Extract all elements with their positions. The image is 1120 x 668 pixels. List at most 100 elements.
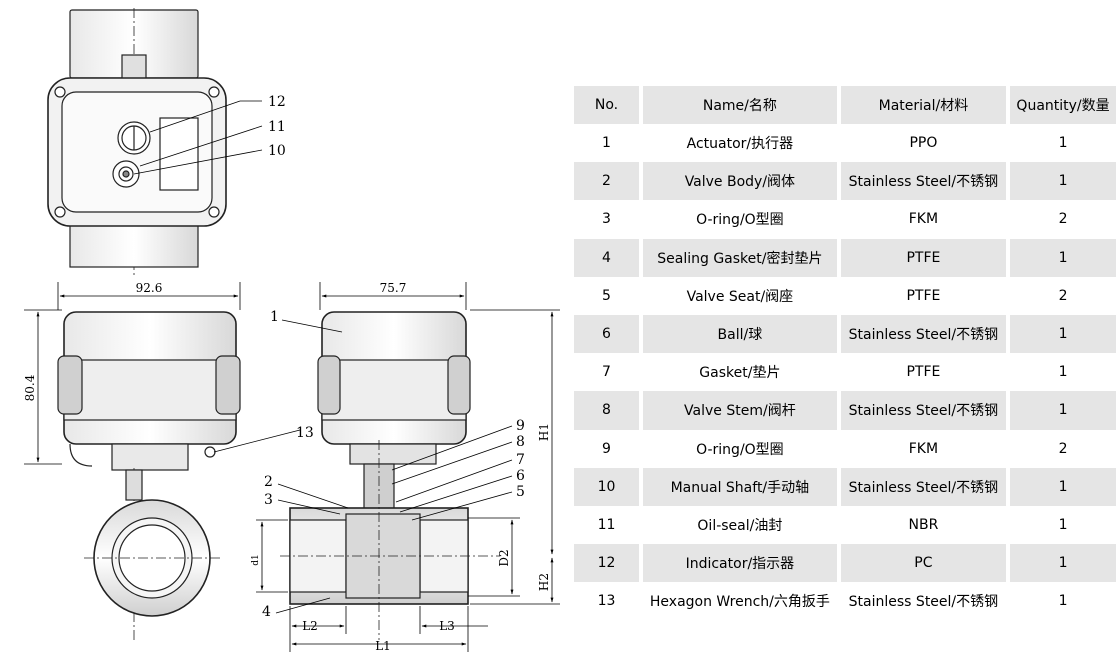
cell-no: 9 [574, 429, 644, 468]
dim-l2: L2 [302, 619, 318, 633]
dim-width-front: 75.7 [380, 281, 407, 295]
cell-no: 13 [574, 582, 644, 621]
callout-13: 13 [296, 425, 314, 441]
cell-material: Stainless Steel/不锈钢 [841, 582, 1011, 621]
cell-material: PTFE [840, 238, 1011, 277]
cell-material: FKM [841, 200, 1011, 239]
callout-3: 3 [264, 492, 273, 508]
dim-h1: H1 [537, 423, 551, 441]
col-header-material: Material/材料 [840, 86, 1011, 124]
cell-material: Stainless Steel/不锈钢 [840, 162, 1011, 201]
side-view [57, 311, 301, 640]
cell-name: Hexagon Wrench/六角扳手 [643, 582, 841, 621]
dim-height: 80.4 [23, 374, 37, 401]
cell-qty: 1 [1010, 467, 1120, 506]
dimension-labels: 92.6 75.7 80.4 H1 H2 D2 d1 L1 L2 L3 [23, 281, 551, 653]
cell-name: Valve Stem/阀杆 [643, 391, 841, 430]
cell-qty: 1 [1010, 238, 1120, 277]
cell-no: 5 [574, 276, 644, 315]
front-view [275, 311, 513, 640]
col-header-no: No. [574, 86, 644, 124]
cell-qty: 1 [1010, 505, 1120, 545]
cell-material: PTFE [841, 353, 1011, 392]
callout-5: 5 [516, 484, 525, 500]
cell-material: PC [840, 544, 1011, 583]
cell-no: 6 [574, 314, 644, 354]
cell-name: O-ring/O型圈 [643, 429, 841, 468]
cell-name: Actuator/执行器 [643, 124, 841, 163]
col-header-quantity: Quantity/数量 [1010, 86, 1120, 124]
cell-no: 2 [574, 162, 644, 201]
cell-name: Oil-seal/油封 [643, 505, 841, 545]
cell-no: 7 [574, 353, 644, 392]
cell-qty: 1 [1010, 544, 1120, 583]
dimension-lines [24, 282, 560, 652]
cell-material: PPO [841, 124, 1011, 163]
cell-qty: 1 [1010, 314, 1120, 354]
cell-material: Stainless Steel/不锈钢 [840, 314, 1011, 354]
cell-no: 11 [574, 505, 644, 545]
cell-name: Ball/球 [643, 314, 841, 354]
cell-qty: 1 [1010, 353, 1120, 392]
cell-no: 12 [574, 544, 644, 583]
callout-9: 9 [516, 418, 525, 434]
dim-l1: L1 [375, 639, 391, 653]
cell-qty: 2 [1010, 200, 1120, 239]
callout-7: 7 [516, 452, 525, 468]
dim-h2: H2 [537, 573, 551, 591]
dim-d1: d1 [251, 554, 261, 566]
callout-4: 4 [262, 604, 271, 620]
callout-12: 12 [268, 94, 286, 110]
cell-name: O-ring/O型圈 [643, 200, 841, 239]
top-view [47, 8, 263, 275]
cell-no: 10 [574, 467, 644, 506]
callout-10: 10 [268, 143, 286, 159]
callout-6: 6 [516, 468, 525, 484]
dim-width-side: 92.6 [136, 281, 163, 295]
table-header-row: No. Name/名称 Material/材料 Quantity/数量 [574, 86, 1120, 124]
cell-no: 8 [574, 391, 644, 430]
cell-name: Indicator/指示器 [643, 544, 841, 583]
cell-no: 1 [574, 124, 644, 163]
cell-qty: 2 [1010, 429, 1120, 468]
cell-material: Stainless Steel/不锈钢 [840, 467, 1011, 506]
cell-name: Sealing Gasket/密封垫片 [643, 238, 841, 277]
cell-name: Gasket/垫片 [643, 353, 841, 392]
cell-qty: 2 [1010, 276, 1120, 315]
callout-8: 8 [516, 434, 525, 450]
callout-2: 2 [264, 474, 273, 490]
cell-name: Valve Seat/阀座 [643, 276, 841, 315]
cell-name: Manual Shaft/手动轴 [643, 467, 841, 506]
cell-material: Stainless Steel/不锈钢 [840, 391, 1011, 430]
col-header-name: Name/名称 [643, 86, 841, 124]
callout-labels: 12 11 10 13 1 2 3 4 9 8 7 6 5 [262, 94, 525, 620]
cell-qty: 1 [1010, 391, 1120, 430]
cell-no: 4 [574, 238, 644, 277]
cell-qty: 1 [1010, 124, 1120, 163]
cell-no: 3 [574, 200, 644, 239]
callout-1: 1 [270, 309, 279, 325]
cell-qty: 1 [1010, 162, 1120, 201]
technical-drawing: 92.6 75.7 80.4 H1 H2 D2 d1 L1 L2 L3 12 1… [23, 8, 560, 653]
cell-name: Valve Body/阀体 [643, 162, 841, 201]
cell-qty: 1 [1010, 582, 1120, 621]
cell-material: PTFE [841, 276, 1011, 315]
cell-material: NBR [841, 505, 1011, 545]
dim-d2: D2 [497, 549, 511, 566]
callout-11: 11 [268, 119, 286, 135]
cell-material: FKM [841, 429, 1011, 468]
